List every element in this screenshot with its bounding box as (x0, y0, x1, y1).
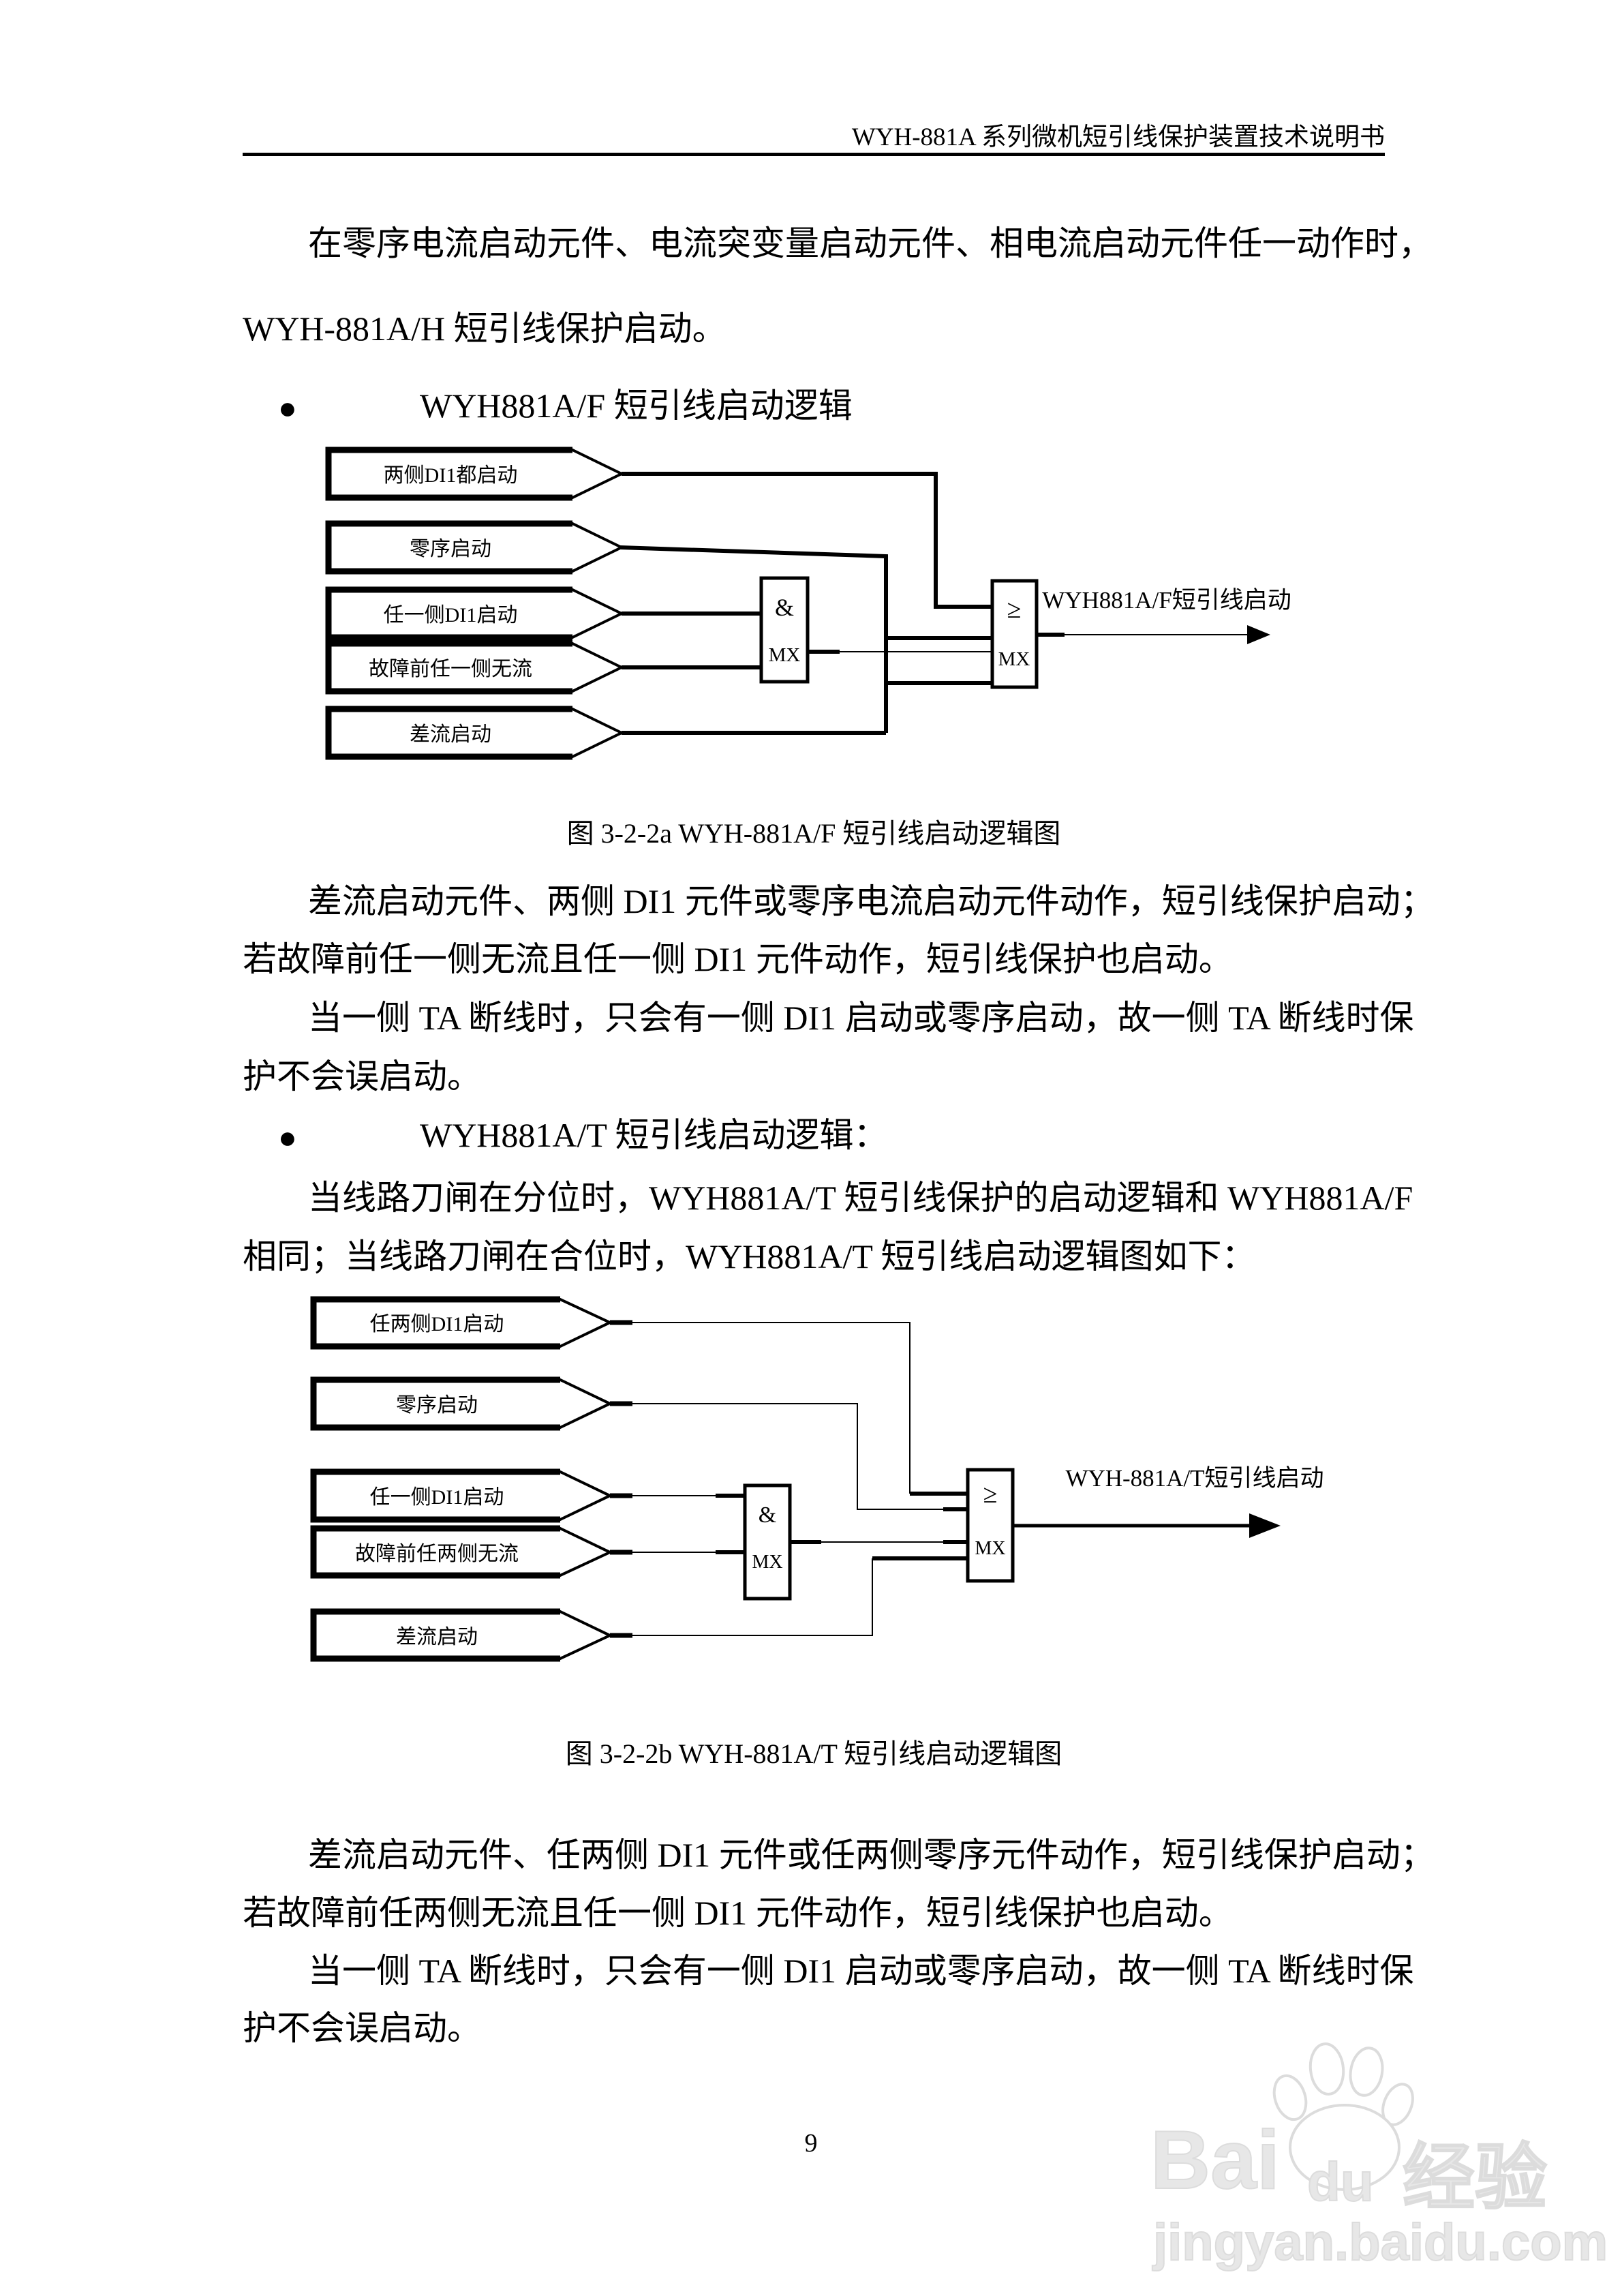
baidu-paw-icon (1272, 2042, 1414, 2191)
figure1-caption: 图 3-2-2a WYH-881A/F 短引线启动逻辑图 (566, 818, 1061, 849)
page-header-title: WYH-881A 系列微机短引线保护装置技术说明书 (851, 123, 1385, 151)
input-label: 差流启动 (396, 1626, 478, 1648)
bullet-item-label: WYH881A/F 短引线启动逻辑 (420, 387, 853, 425)
input-label: 零序启动 (410, 538, 491, 560)
diagram-output-label: WYH-881A/T短引线启动 (1065, 1465, 1323, 1492)
input-pentagon: 任一侧DI1启动 (310, 1468, 613, 1523)
diagram-wires (716, 1492, 968, 1560)
input-pentagon: 差流启动 (325, 706, 625, 760)
bullet-icon: ● (278, 1120, 297, 1155)
input-label: 故障前任一侧无流 (369, 658, 532, 680)
paragraph-line: 护不会误启动。 (243, 1057, 481, 1096)
and-gate: & MX (759, 576, 810, 684)
and-gate-symbol: & (775, 594, 794, 621)
input-label: 任一侧DI1启动 (384, 604, 518, 626)
input-label: 任两侧DI1启动 (370, 1313, 504, 1335)
or-gate-symbol: ≥ (1007, 595, 1022, 624)
input-pentagon: 零序启动 (325, 520, 625, 575)
or-gate-symbol: ≥ (983, 1480, 998, 1509)
bullet-item-label: WYH881A/T 短引线启动逻辑： (420, 1116, 888, 1154)
paragraph-line: 当一侧 TA 断线时，只会有一侧 DI1 启动或零序启动，故一侧 TA 断线时保 (308, 1952, 1414, 1990)
arrowhead-icon (1249, 1513, 1281, 1538)
or-gate-label: MX (975, 1538, 1005, 1559)
input-pentagon: 任一侧DI1启动 (325, 586, 625, 641)
paragraph-line: 当线路刀闸在分位时，WYH881A/T 短引线保护的启动逻辑和 WYH881A/… (308, 1179, 1413, 1217)
or-gate-label: MX (998, 648, 1030, 670)
paragraph-line: 护不会误启动。 (243, 2009, 481, 2047)
paragraph-line: 若故障前任一侧无流且任一侧 DI1 元件动作，短引线保护也启动。 (243, 940, 1233, 978)
input-label: 两侧DI1都启动 (384, 464, 518, 487)
input-pentagon: 差流启动 (310, 1608, 613, 1662)
paragraph-line: 相同；当线路刀闸在合位时，WYH881A/T 短引线启动逻辑图如下： (243, 1237, 1256, 1275)
paragraph-line: 在零序电流启动元件、电流突变量启动元件、相电流启动元件任一动作时， (308, 224, 1433, 262)
paragraph-line: 当一侧 TA 断线时，只会有一侧 DI1 启动或零序启动，故一侧 TA 断线时保 (308, 999, 1414, 1037)
page-number: 9 (804, 2129, 818, 2158)
input-label: 零序启动 (396, 1394, 478, 1417)
input-pentagon: 故障前任一侧无流 (325, 640, 625, 695)
paragraph-line: WYH-881A/H 短引线保护启动。 (243, 309, 726, 348)
input-label: 故障前任两侧无流 (355, 1543, 519, 1565)
input-label: 差流启动 (410, 723, 491, 746)
arrowhead-icon (1247, 625, 1270, 644)
diagram-wires (610, 1320, 632, 1638)
header-rule (243, 153, 1385, 156)
paragraph-line: 差流启动元件、任两侧 DI1 元件或任两侧零序元件动作，短引线保护启动； (308, 1836, 1435, 1874)
and-gate-symbol: & (759, 1502, 776, 1528)
input-pentagon: 两侧DI1都启动 (325, 447, 625, 501)
figure2-caption: 图 3-2-2b WYH-881A/T 短引线启动逻辑图 (565, 1738, 1062, 1769)
diagram-wires-thin (632, 1322, 943, 1636)
logic-diagram-881AF: 两侧DI1都启动 零序启动 任一侧DI1启动 故障前任一侧无流 差流启动 (325, 447, 1291, 760)
input-label: 任一侧DI1启动 (370, 1486, 504, 1509)
paragraph-line: 差流启动元件、两侧 DI1 元件或零序电流启动元件动作，短引线保护启动； (308, 882, 1435, 920)
diagram-wires (619, 472, 1065, 735)
paragraph-line: 若故障前任两侧无流且任一侧 DI1 元件动作，短引线保护也启动。 (243, 1894, 1233, 1932)
and-gate-label: MX (769, 644, 801, 666)
watermark-url-text: jingyan.baidu.com (1152, 2213, 1608, 2272)
watermark-jingyan-text: 经验 (1402, 2137, 1548, 2219)
input-pentagon: 故障前任两侧无流 (310, 1525, 613, 1579)
input-pentagon: 零序启动 (310, 1376, 613, 1431)
or-gate: ≥ MX (966, 1468, 1015, 1583)
diagram-output-label: WYH881A/F短引线启动 (1042, 587, 1291, 614)
watermark-bai-text: Bai (1150, 2113, 1281, 2207)
or-gate: ≥ MX (990, 579, 1039, 689)
watermark-du-text: du (1306, 2151, 1375, 2213)
and-gate-label: MX (752, 1552, 782, 1573)
logic-diagram-881AT: 任两侧DI1启动 零序启动 任一侧DI1启动 故障前任两侧无流 差流启动 (310, 1296, 1324, 1662)
bullet-icon: ● (278, 391, 297, 425)
and-gate: & MX (743, 1483, 792, 1601)
diagram-wires-thin (840, 634, 1247, 652)
input-pentagon: 任两侧DI1启动 (310, 1296, 613, 1350)
